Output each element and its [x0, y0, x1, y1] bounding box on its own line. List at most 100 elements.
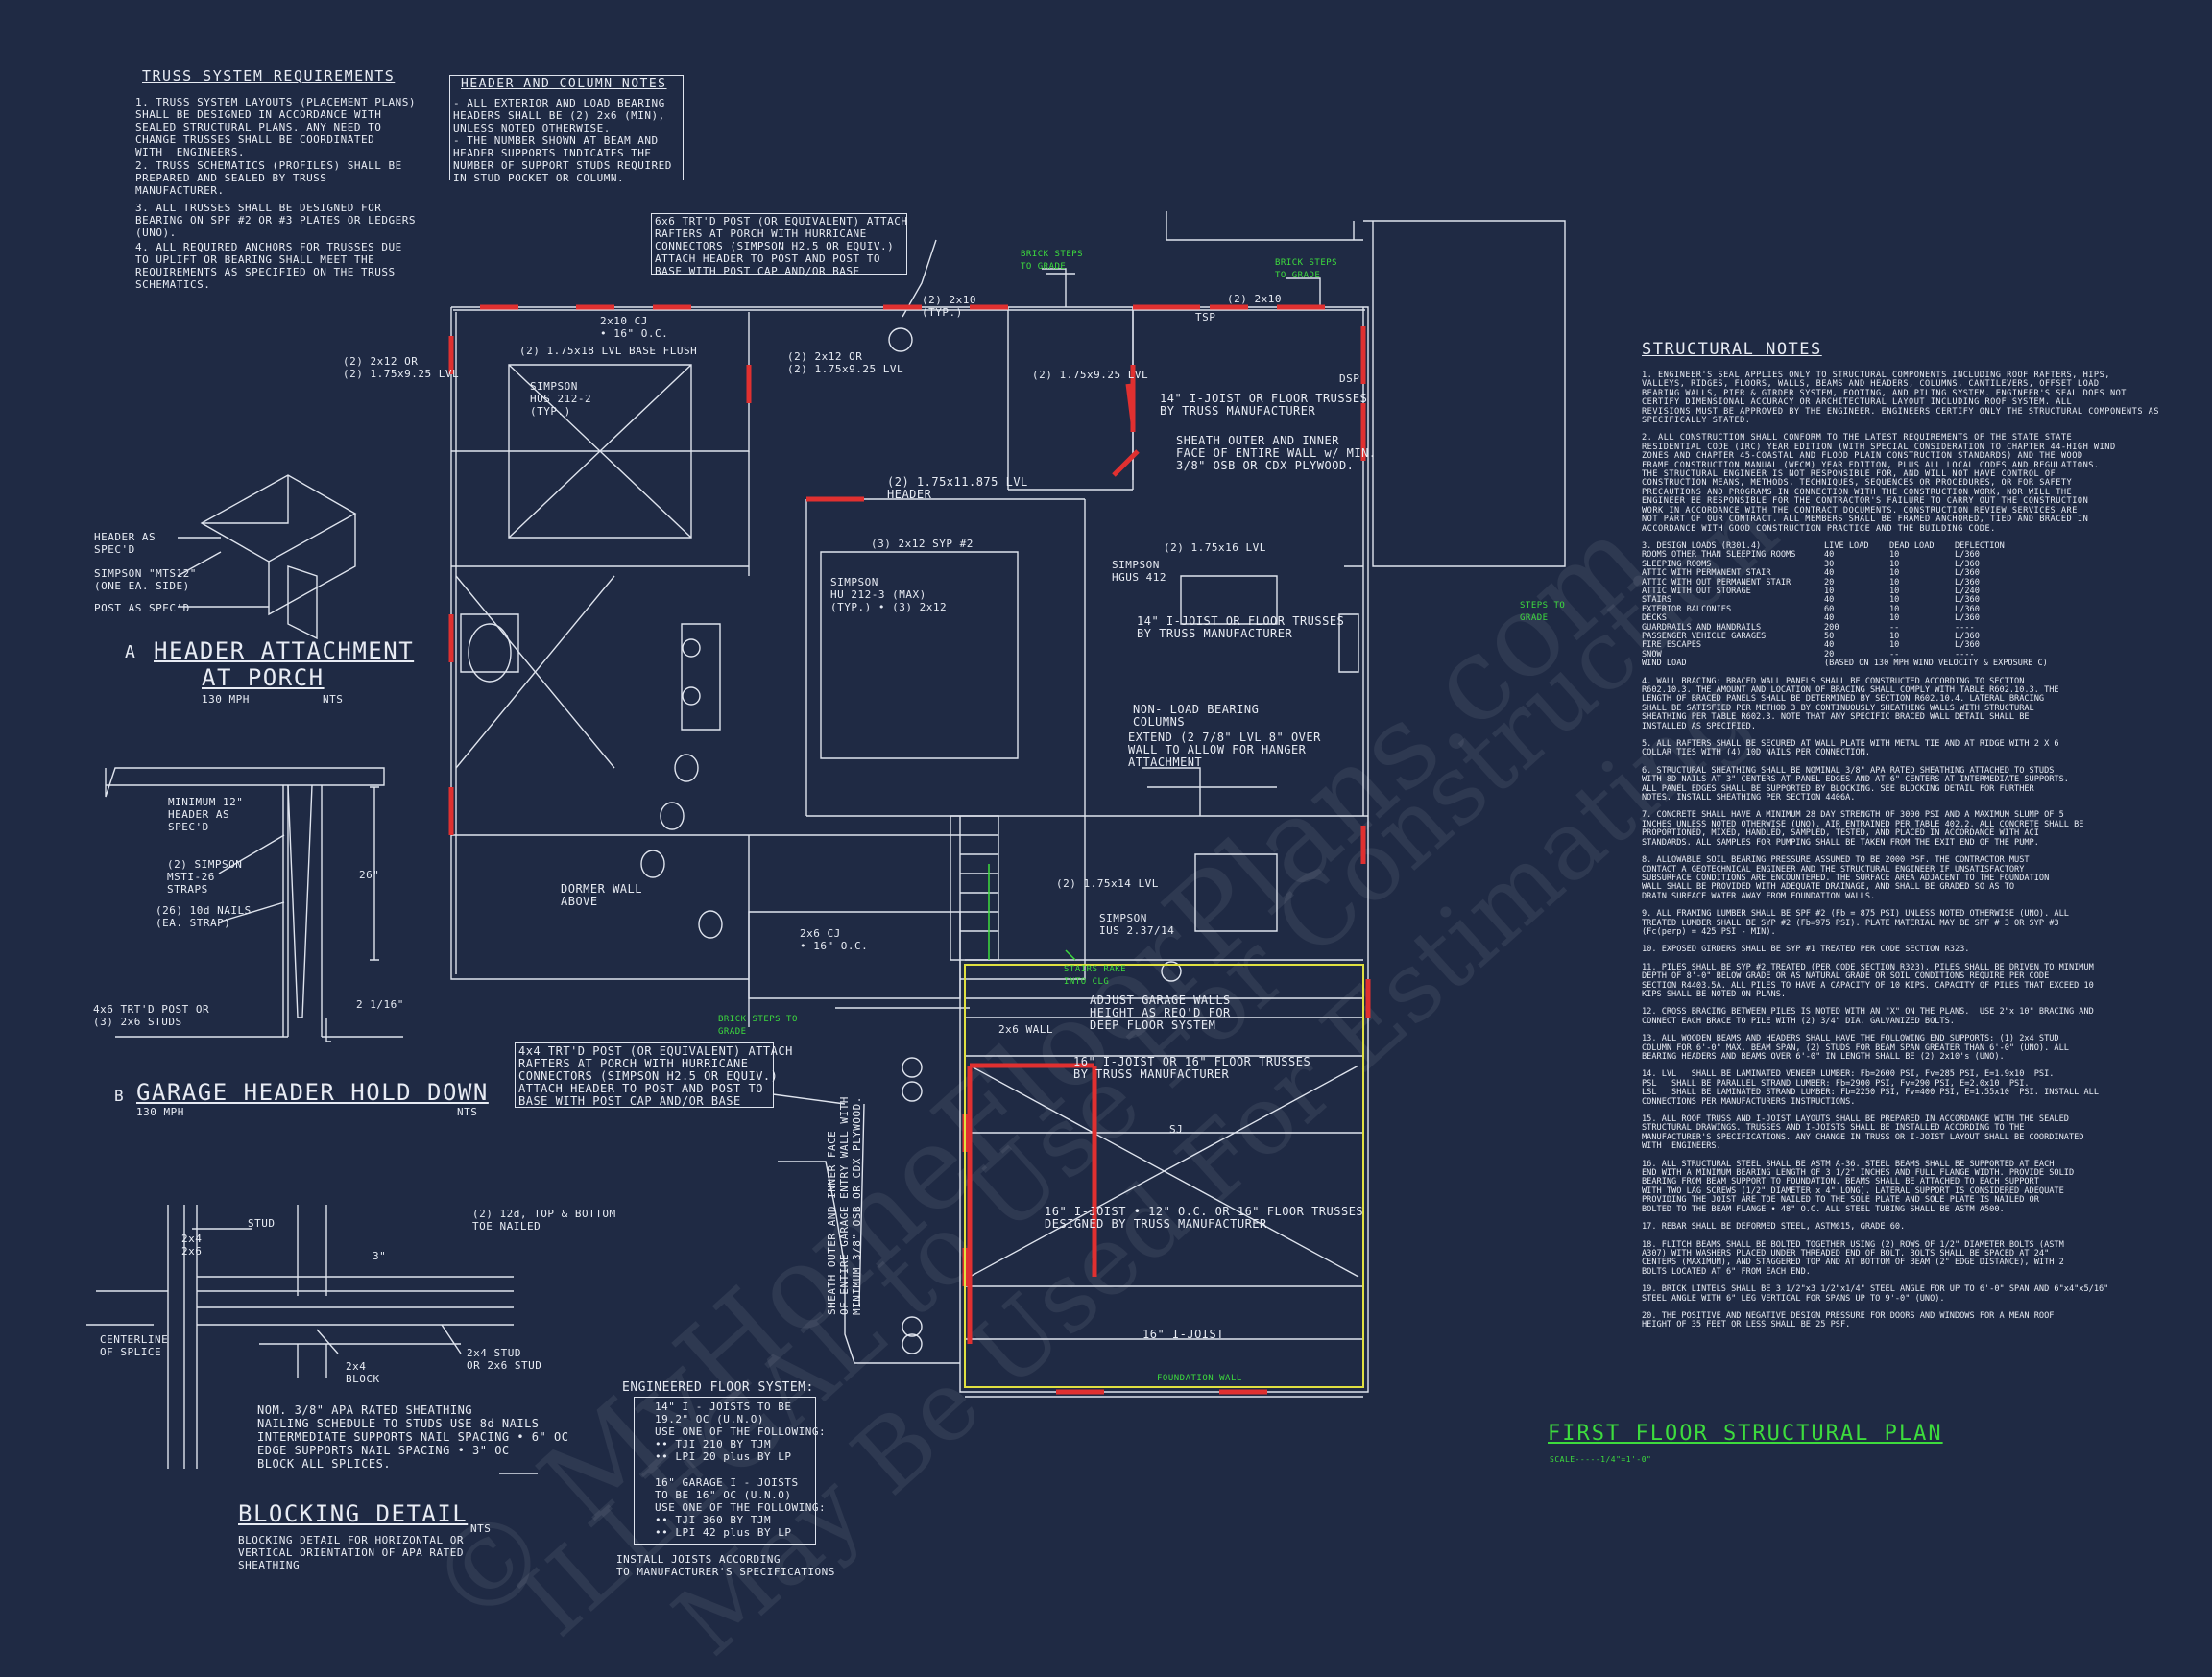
wind-row-value: (BASED ON 130 MPH WIND VELOCITY & EXPOSU…: [1824, 659, 2048, 669]
loads-cell: 10: [1824, 586, 1835, 596]
plan-label-lvl-base: (2) 1.75x18 LVL BASE FLUSH: [519, 345, 698, 357]
structural-note: 8. ALLOWABLE SOIL BEARING PRESSURE ASSUM…: [1642, 855, 2050, 901]
plan-label-lvl-925: (2) 1.75x9.25 LVL: [1032, 369, 1149, 381]
blocking-label-stud: STUD: [248, 1217, 276, 1230]
header-notes-heading: HEADER AND COLUMN NOTES: [461, 77, 667, 91]
loads-cell: L/240: [1955, 586, 1980, 596]
plan-label-tsp: TSP: [1195, 311, 1216, 323]
plan-label-hgus-a: SIMPSON HGUS 412: [1112, 559, 1166, 584]
structural-note: 19. BRICK LINTELS SHALL BE 3 1/2"x3 1/2"…: [1642, 1284, 2109, 1304]
plan-label-lvl-header: (2) 1.75x11.875 LVL HEADER: [887, 475, 1028, 501]
plan-label-ijoist-a: 14" I-JOIST OR FLOOR TRUSSES BY TRUSS MA…: [1160, 392, 1368, 418]
loads-cell: ROOMS OTHER THAN SLEEPING ROOMS: [1642, 550, 1796, 561]
loads-row: ATTIC WITH OUT STORAGE 10 10 L/240: [1642, 587, 2208, 596]
plan-label-dsp: DSP: [1339, 372, 1360, 385]
detail-a-label-header: HEADER AS SPEC'D: [94, 531, 156, 556]
loads-cell: 10: [1889, 586, 1900, 596]
truss-item-4: 4. ALL REQUIRED ANCHORS FOR TRUSSES DUE …: [135, 241, 402, 291]
structural-note: 10. EXPOSED GIRDERS SHALL BE SYP #1 TREA…: [1642, 945, 1970, 955]
plan-label-ijoist-b: 14" I-JOIST OR FLOOR TRUSSES BY TRUSS MA…: [1137, 614, 1345, 640]
loads-cell: L/360: [1955, 577, 1980, 587]
loads-col-defl: DEFLECTION: [1955, 540, 2005, 551]
structural-note: 6. STRUCTURAL SHEATHING SHALL BE NOMINAL…: [1642, 765, 2069, 803]
loads-cell: FIRE ESCAPES: [1642, 640, 1702, 651]
blocking-label-stud2: 2x4 STUD OR 2x6 STUD: [467, 1347, 542, 1372]
plan-label-adjust: ADJUST GARAGE WALLS HEIGHT AS REQ'D FOR …: [1090, 994, 1231, 1032]
green-label-steps: STEPS TO GRADE: [1520, 601, 1566, 623]
structural-note: 4. WALL BRACING: BRACED WALL PANELS SHAL…: [1642, 676, 2059, 731]
green-label-brick-2: BRICK STEPS TO GRADE: [1275, 258, 1338, 280]
structural-notes-rest: 4. WALL BRACING: BRACED WALL PANELS SHAL…: [1642, 676, 2208, 1330]
loads-cell: 10: [1889, 550, 1900, 561]
plan-label-sheath-garage: SHEATH OUTER AND INNER FACE OF ENTIRE GA…: [826, 1096, 863, 1315]
plan-label-extend: EXTEND (2 7/8" LVL 8" OVER WALL TO ALLOW…: [1128, 731, 1321, 769]
eng-floor-heading: ENGINEERED FLOOR SYSTEM:: [622, 1380, 814, 1395]
plan-label-2x10-typ: (2) 2x10 (TYP.): [922, 294, 976, 319]
plan-label-2x6-wall-a: 2x6 WALL: [998, 1023, 1053, 1036]
loads-cell: 10: [1889, 595, 1900, 606]
detail-b-label-header: MINIMUM 12" HEADER AS SPEC'D: [168, 796, 244, 833]
detail-a-wind: 130 MPH: [202, 693, 250, 706]
loads-cell: 10: [1889, 568, 1900, 579]
header-notes-body: - ALL EXTERIOR AND LOAD BEARING HEADERS …: [453, 97, 672, 184]
structural-note: 12. CROSS BRACING BETWEEN PILES IS NOTED…: [1642, 1007, 2094, 1026]
detail-b-wind: 130 MPH: [136, 1106, 184, 1118]
loads-cell: 50: [1824, 631, 1835, 641]
loads-cell: STAIRS: [1642, 595, 1672, 606]
detail-a-title-1: HEADER ATTACHMENT: [154, 637, 415, 664]
loads-cell: 20: [1824, 577, 1835, 587]
plan-label-simpson-hu: SIMPSON HU 212-3 (MAX) (TYP.) • (3) 2x12: [830, 576, 948, 613]
truss-item-1: 1. TRUSS SYSTEM LAYOUTS (PLACEMENT PLANS…: [135, 96, 417, 158]
plan-label-ijoist-e: 16" I-JOIST: [1142, 1328, 1224, 1341]
detail-b-dim-2116: 2 1/16": [356, 998, 404, 1011]
blocking-label-centerline: CENTERLINE OF SPLICE: [100, 1333, 169, 1358]
eng-floor-footer: INSTALL JOISTS ACCORDING TO MANUFACTURER…: [616, 1553, 835, 1578]
plan-label-syp-a: (3) 2x12 SYP #2: [871, 538, 974, 550]
green-label-stairs: STAIRS RAKE INTO CLG: [1064, 965, 1127, 987]
loads-cell: --: [1889, 622, 1900, 633]
loads-cell: ----: [1955, 649, 1975, 659]
loads-cell: 40: [1824, 640, 1835, 651]
structural-note: 20. THE POSITIVE AND NEGATIVE DESIGN PRE…: [1642, 1310, 2055, 1330]
loads-cell: 200: [1824, 622, 1839, 633]
plan-label-ijoist-c: 16" I-JOIST OR 16" FLOOR TRUSSES BY TRUS…: [1073, 1055, 1311, 1081]
plan-label-2x12-left: (2) 2x12 OR (2) 1.75x9.25 LVL: [343, 355, 460, 380]
loads-cell: SLEEPING ROOMS: [1642, 559, 1712, 569]
green-label-foundation: FOUNDATION WALL: [1157, 1374, 1242, 1383]
header-notes-box: [449, 75, 684, 180]
plan-label-sheath-a: SHEATH OUTER AND INNER FACE OF ENTIRE WA…: [1176, 434, 1377, 472]
loads-col-dead: DEAD LOAD: [1889, 540, 1935, 551]
plan-label-cj-a: 2x10 CJ • 16" O.C.: [600, 315, 669, 340]
eng-floor-body-2: 16" GARAGE I - JOISTS TO BE 16" OC (U.N.…: [655, 1476, 827, 1539]
loads-cell: 30: [1824, 559, 1835, 569]
detail-a-title-2: AT PORCH: [202, 664, 325, 691]
structural-note: 11. PILES SHALL BE SYP #2 TREATED (PER C…: [1642, 962, 2094, 999]
green-label-brick-1: BRICK STEPS TO GRADE: [1021, 250, 1084, 272]
plan-label-cj-b: 2x6 CJ • 16" O.C.: [800, 927, 869, 952]
loads-cell: 10: [1889, 640, 1900, 651]
loads-cell: EXTERIOR BALCONIES: [1642, 604, 1732, 614]
loads-cell: 40: [1824, 595, 1835, 606]
eng-floor-box: [634, 1397, 816, 1545]
loads-cell: ATTIC WITH OUT STORAGE: [1642, 586, 1751, 596]
loads-cell: GUARDRAILS AND HANDRAILS: [1642, 622, 1762, 633]
structural-note: 18. FLITCH BEAMS SHALL BE BOLTED TOGETHE…: [1642, 1239, 2064, 1277]
loads-cell: L/360: [1955, 604, 1980, 614]
blocking-label-toe: (2) 12d, TOP & BOTTOM TOE NAILED: [472, 1208, 616, 1233]
blocking-note: NOM. 3/8" APA RATED SHEATHING NAILING SC…: [257, 1403, 569, 1471]
detail-b-label-post: 4x6 TRT'D POST OR (3) 2x6 STUDS: [93, 1003, 210, 1028]
structural-note-1: 1. ENGINEER'S SEAL APPLIES ONLY TO STRUC…: [1642, 371, 2160, 426]
loads-cell: 60: [1824, 604, 1835, 614]
plan-title: FIRST FLOOR STRUCTURAL PLAN: [1548, 1422, 1943, 1446]
blocking-caption: BLOCKING DETAIL FOR HORIZONTAL OR VERTIC…: [238, 1534, 465, 1571]
structural-notes-col: 1. ENGINEER'S SEAL APPLIES ONLY TO STRUC…: [1642, 371, 2208, 1339]
loads-cell: 10: [1889, 613, 1900, 624]
plan-label-post-bottom: 4x4 TRT'D POST (OR EQUIVALENT) ATTACH RA…: [518, 1044, 793, 1108]
plan-scale: SCALE-----1/4"=1'-0": [1550, 1455, 1652, 1464]
